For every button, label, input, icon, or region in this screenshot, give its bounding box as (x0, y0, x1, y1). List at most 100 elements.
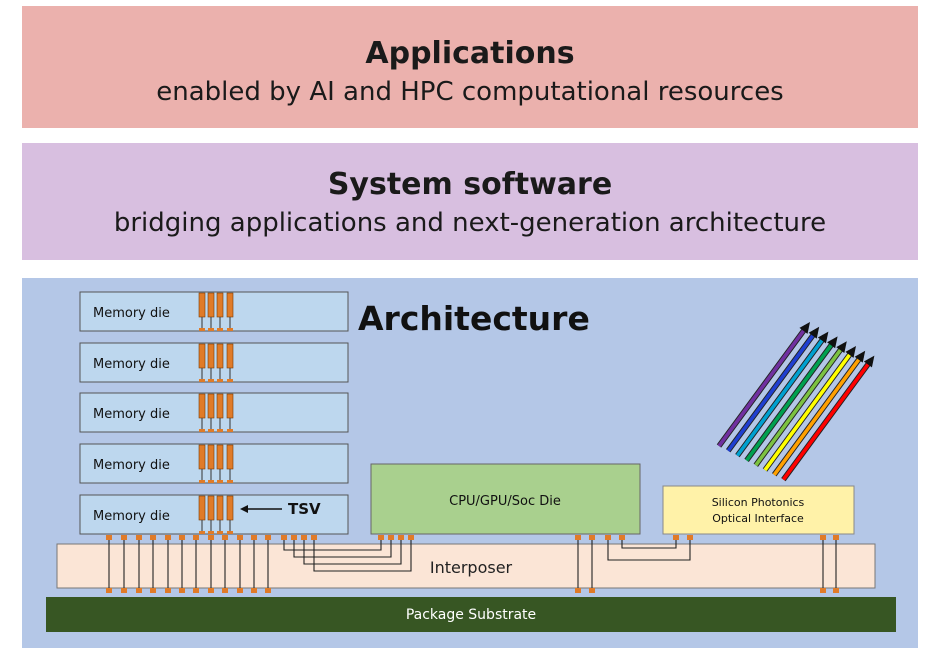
tsv-bump (199, 531, 205, 534)
micro-bump (605, 535, 611, 540)
micro-bump (820, 535, 826, 540)
substrate-bump (136, 588, 142, 593)
tsv-bump (217, 328, 223, 331)
substrate-label: Package Substrate (406, 607, 536, 623)
substrate-bump (165, 588, 171, 593)
tsv-bump (217, 379, 223, 382)
tsv-via (216, 343, 224, 369)
substrate-bump (589, 588, 595, 593)
system-software-band: System software bridging applications an… (22, 143, 918, 260)
micro-bump (106, 535, 112, 540)
micro-bump (251, 535, 257, 540)
package-substrate (46, 597, 896, 632)
optical-beam (763, 349, 854, 472)
substrate-bump (208, 588, 214, 593)
tsv-bump (208, 429, 214, 432)
tsv-bump (199, 480, 205, 483)
photonics-label-line2: Optical Interface (712, 512, 804, 525)
tsv-bump (208, 328, 214, 331)
substrate-bump (179, 588, 185, 593)
optical-beam-arrowhead (827, 336, 838, 349)
micro-bump (291, 535, 297, 540)
micro-bump (589, 535, 595, 540)
tsv-via (216, 444, 224, 470)
micro-bump (388, 535, 394, 540)
tsv-label: TSV (288, 500, 321, 518)
memory-die-label: Memory die (93, 509, 170, 524)
substrate-bump (237, 588, 243, 593)
tsv-via (207, 393, 215, 419)
optical-beams (716, 322, 875, 482)
cpu-die-label: CPU/GPU/Soc Die (449, 494, 561, 509)
tsv-via (198, 292, 206, 318)
applications-title: Applications (365, 36, 575, 71)
tsv-via (226, 444, 234, 470)
tsv-via (207, 444, 215, 470)
micro-bump (281, 535, 287, 540)
micro-bump (222, 535, 228, 540)
substrate-bump (121, 588, 127, 593)
optical-beam (726, 330, 818, 452)
substrate-bump (251, 588, 257, 593)
memory-cpu-link (293, 540, 392, 558)
optical-beam (735, 335, 827, 457)
optical-beam-arrowhead (854, 350, 866, 363)
substrate-bump (833, 588, 839, 593)
tsv-via (216, 393, 224, 419)
optical-beam (745, 340, 836, 462)
optical-beam-arrowhead (845, 346, 856, 358)
optical-beam (781, 359, 873, 481)
optical-beam-arrowhead (799, 322, 810, 334)
applications-band: Applications enabled by AI and HPC compu… (22, 6, 918, 128)
tsv-via (198, 393, 206, 419)
micro-bump (311, 535, 317, 540)
tsv-columns (198, 292, 234, 534)
substrate-bump (106, 588, 112, 593)
tsv-bump (208, 480, 214, 483)
silicon-photonics-interface (662, 485, 855, 535)
tsv-via (207, 495, 215, 521)
system-software-subtitle: bridging applications and next-generatio… (113, 208, 827, 238)
tsv-via (226, 343, 234, 369)
micro-bump (408, 535, 414, 540)
tsv-bump (199, 328, 205, 331)
tsv-via (216, 292, 224, 318)
memory-cpu-link (303, 540, 402, 565)
micro-bump (301, 535, 307, 540)
interposer-label: Interposer (430, 558, 513, 577)
optical-beam (754, 344, 845, 467)
micro-bump (687, 535, 693, 540)
tsv-via (216, 495, 224, 521)
micro-bump (136, 535, 142, 540)
micro-bump (575, 535, 581, 540)
micro-bump (208, 535, 214, 540)
substrate-bump (820, 588, 826, 593)
tsv-bump (217, 531, 223, 534)
tsv-arrow-head (240, 505, 248, 513)
memory-die-label: Memory die (93, 458, 170, 473)
interconnect-wiring (106, 535, 839, 593)
tsv-bump (208, 531, 214, 534)
substrate-bump (193, 588, 199, 593)
tsv-bump (217, 480, 223, 483)
substrate-bump (265, 588, 271, 593)
photonics-label-line1: Silicon Photonics (712, 496, 805, 509)
substrate-bump (222, 588, 228, 593)
tsv-bump (208, 379, 214, 382)
optical-beam-arrowhead (836, 341, 847, 354)
tsv-via (207, 343, 215, 369)
tsv-bump (199, 379, 205, 382)
system-software-title: System software (327, 167, 613, 202)
tsv-via (226, 292, 234, 318)
optical-beam-arrowhead (863, 355, 875, 368)
substrate-bump (150, 588, 156, 593)
memory-cpu-link (283, 540, 382, 551)
micro-bump (121, 535, 127, 540)
applications-subtitle: enabled by AI and HPC computational reso… (156, 77, 784, 107)
tsv-via (226, 495, 234, 521)
micro-bump (165, 535, 171, 540)
architecture-diagram: Architecture Package Substrate Interpose… (22, 278, 918, 648)
architecture-title: Architecture (358, 299, 590, 338)
micro-bump (833, 535, 839, 540)
optical-beam-arrowhead (817, 331, 829, 344)
